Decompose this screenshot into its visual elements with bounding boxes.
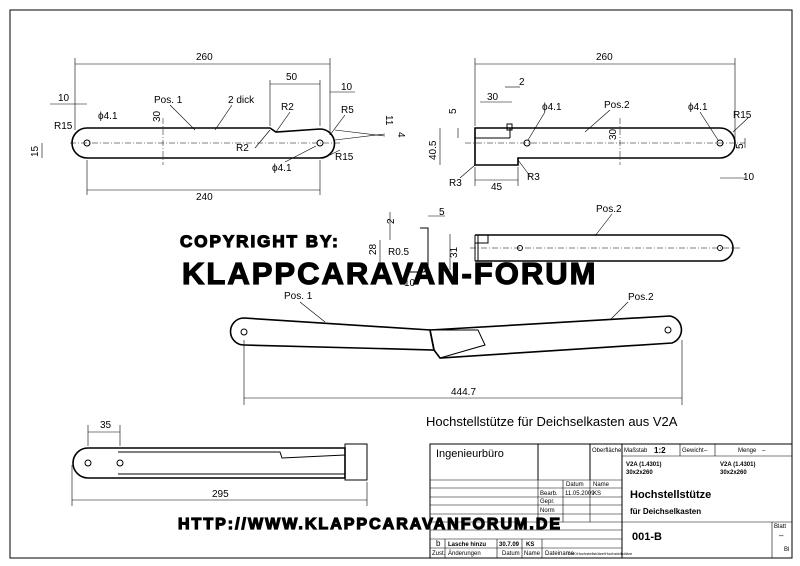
tb-rev-text: Lasche hinzu (448, 542, 486, 548)
pos1-dim-10-left: 10 (58, 93, 70, 104)
detail-label: Pos.2 (596, 204, 622, 215)
pos2-dim-hole-left: ϕ4.1 (542, 102, 562, 113)
tb-row-bearb: Bearb. (540, 491, 558, 497)
tb-sheet-count: Bl (784, 547, 789, 553)
tb-name-label: Name (593, 482, 610, 488)
title-block: Ingenieurbüro Oberfläche Maßstab 1:2 Gew… (429, 443, 793, 559)
pos2-label: Pos.2 (604, 100, 630, 111)
tb-material-left-2: 30x2x260 (626, 470, 653, 476)
pos1-dim-10-right: 10 (341, 82, 353, 93)
pos1-dim-hole-left: ϕ4.1 (98, 111, 118, 122)
tb-title-2: für Deichselkasten (630, 507, 701, 516)
folded-dim-35: 35 (100, 420, 112, 431)
pos1-dim-260: 260 (196, 52, 213, 63)
tb-weight-label: Gewicht (682, 448, 704, 454)
view-detail: 5 2 28 R0.5 31 10 Pos.2 (368, 204, 740, 289)
watermark: COPYRIGHT BY: KLAPPCARAVAN-FORUM HTTP://… (177, 231, 597, 533)
watermark-url: HTTP://WWW.KLAPPCARAVANFORUM.DE (178, 516, 562, 533)
tb-sheet-label: Blatt (774, 524, 786, 530)
tb-file-label: Dateiname (545, 551, 575, 557)
pos1-dim-4: 4 (395, 132, 406, 138)
pos2-dim-5-left: 5 (448, 108, 459, 114)
pos2-dim-r3-right: R3 (527, 172, 540, 183)
detail-dim-r05: R0.5 (388, 247, 410, 258)
detail-dim-2: 2 (386, 218, 397, 224)
pos2-dim-r3-left: R3 (449, 178, 462, 189)
folded-dim-295: 295 (212, 489, 229, 500)
assembly-pos1 (229, 317, 435, 351)
pos2-dim-5-right: 5 (735, 143, 746, 149)
tb-material-left-1: V2A (1.4301) (626, 462, 661, 468)
view-pos2: 260 2 30 5 ϕ4.1 ϕ4.1 R15 30 5 40.5 R3 45… (428, 52, 755, 193)
pos2-dim-hole-right: ϕ4.1 (688, 102, 708, 113)
tb-surface-label: Oberfläche (592, 448, 622, 454)
pos1-outline (71, 127, 336, 159)
tb-aend-label: Änderungen (448, 550, 481, 557)
pos2-dim-10: 10 (743, 172, 755, 183)
pos1-dim-hole-right: ϕ4.1 (272, 163, 292, 174)
pos1-dim-r2-bottom: R2 (236, 143, 249, 154)
tb-row-norm: Norm (540, 508, 555, 514)
tb-drawing-no: 001-B (632, 531, 662, 543)
pos2-dim-45: 45 (491, 182, 503, 193)
tb-scale-value: 1:2 (654, 446, 666, 455)
detail-dim-31: 31 (449, 246, 460, 258)
tb-title-1: Hochstellstütze (630, 489, 711, 501)
watermark-line2: KLAPPCARAVAN-FORUM (182, 256, 597, 291)
pos1-dim-r15-left: R15 (54, 121, 73, 132)
pos1-dim-r15-right: R15 (335, 152, 354, 163)
folded-outline (72, 447, 346, 479)
tb-bearb-date: 11.05.2009 (565, 491, 595, 497)
drawing-caption: Hochstellstütze für Deichselkasten aus V… (426, 414, 678, 429)
tb-zust-label: Zust. (432, 551, 446, 557)
detail-dim-10: 10 (404, 278, 416, 289)
pos2-dim-30-top: 30 (487, 92, 499, 103)
tb-datum-label: Datum (502, 551, 520, 557)
tb-scale-label: Maßstab (624, 448, 648, 454)
tb-range-label: Menge (738, 448, 757, 454)
pos1-dim-240: 240 (196, 192, 213, 203)
pos1-dim-11: 11 (383, 115, 394, 126)
tb-weight-value: – (704, 448, 708, 454)
view-assembly: Pos. 1 Pos.2 444.7 Hochstellstütze für D… (229, 291, 683, 429)
tb-rev-name: KS (526, 542, 534, 548)
tb-bearb-name: KS (593, 491, 601, 497)
pos2-dim-30-mid: 30 (608, 128, 619, 140)
assembly-label-pos2: Pos.2 (628, 292, 654, 303)
detail-outline (475, 234, 734, 262)
pos2-dim-260: 260 (596, 52, 613, 63)
tb-material-right-2: 30x2x260 (720, 470, 747, 476)
tb-range-value: – (762, 448, 766, 454)
tb-material-right-1: V2A (1.4301) (720, 462, 755, 468)
pos1-dim-15: 15 (30, 145, 41, 157)
detail-dim-28: 28 (368, 243, 379, 255)
pos2-outline (474, 127, 736, 166)
pos1-note-thickness: 2 dick (228, 95, 255, 106)
pos1-dim-r2-top: R2 (281, 102, 294, 113)
assembly-label-pos1: Pos. 1 (284, 291, 313, 302)
assembly-dim-length: 444.7 (451, 387, 476, 398)
assembly-pos2 (429, 315, 683, 359)
pos2-dim-40-5: 40.5 (428, 140, 439, 160)
tb-row-gepr: Gepr. (540, 499, 555, 505)
pos2-dim-r15: R15 (733, 110, 752, 121)
watermark-line1: COPYRIGHT BY: (180, 232, 340, 251)
pos1-label: Pos. 1 (154, 95, 183, 106)
tb-rev-letter: b (436, 539, 441, 548)
tb-office: Ingenieurbüro (436, 448, 504, 460)
pos2-dim-2: 2 (519, 77, 525, 88)
tb-file-value: D:\K\Hochstellstütze\Hochstellstütze (568, 551, 633, 556)
view-folded: 35 295 (71, 420, 368, 506)
drawing-frame (9, 9, 793, 559)
tb-rev-date: 30.7.09 (499, 542, 520, 548)
tb-date-label: Datum (566, 482, 584, 488)
view-pos1: 260 10 30 50 10 R2 R5 R15 R2 R15 15 ϕ4.1… (30, 52, 406, 203)
tb-name2-label: Name (524, 551, 541, 557)
detail-dim-5: 5 (439, 207, 445, 218)
tb-sheet-value: – (779, 531, 784, 540)
pos1-dim-30: 30 (152, 110, 163, 122)
pos1-dim-50: 50 (286, 72, 298, 83)
pos1-dim-r5: R5 (341, 105, 354, 116)
